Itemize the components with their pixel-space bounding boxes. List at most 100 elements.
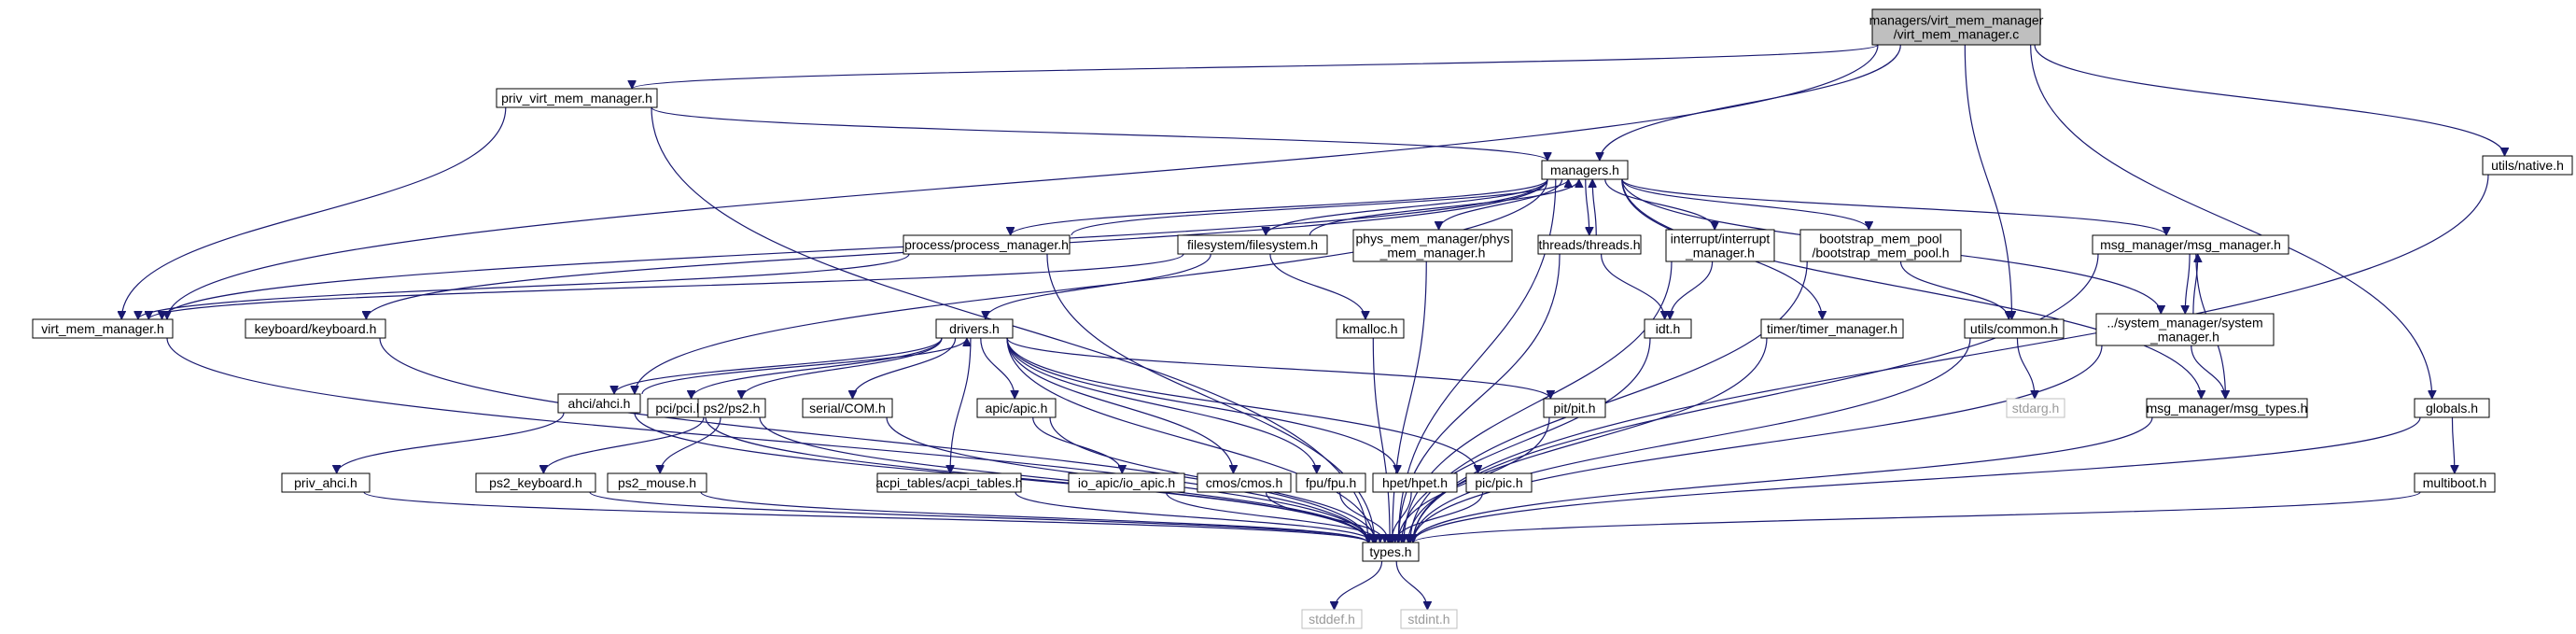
node-ps2-keyboard[interactable]: ps2_keyboard.h [475, 472, 596, 493]
edge-multiboot-to-types [1413, 491, 2421, 543]
node-box [32, 318, 174, 339]
edge-filesystem-to-drivers [986, 253, 1211, 320]
node-box [245, 318, 386, 339]
node-cmos[interactable]: cmos/cmos.h [1197, 472, 1292, 493]
edge-globals-to-multiboot [2452, 416, 2454, 473]
node-fpu[interactable]: fpu/fpu.h [1295, 472, 1366, 493]
node-apic[interactable]: apic/apic.h [976, 398, 1057, 418]
node-box [1760, 318, 1904, 339]
edge-filesystem-to-kmalloc [1269, 253, 1365, 320]
node-box [607, 472, 707, 493]
edge-ps2-to-ps2-mouse [660, 416, 721, 474]
edge-kmalloc-to-types [1372, 337, 1390, 542]
node-label: filesystem/filesystem.h [1187, 237, 1318, 252]
edge-threads-to-types [1399, 253, 1561, 542]
node-label: fpu/fpu.h [1306, 475, 1357, 490]
node-label: /virt_mem_manager.c [1894, 27, 2020, 42]
node-serial[interactable]: serial/COM.h [802, 398, 893, 418]
node-system-manager[interactable]: ../system_manager/system_manager.h [2095, 313, 2275, 346]
edge-types-to-stddef [1335, 560, 1383, 611]
node-box [976, 398, 1057, 418]
node-pci[interactable]: pci/pci.h [647, 398, 712, 418]
edge-root-to-utils-native [2034, 44, 2505, 156]
node-managers[interactable]: managers.h [1541, 160, 1629, 180]
edge-drivers-to-pic [1006, 337, 1478, 473]
edge-types-to-stdint [1395, 560, 1427, 610]
node-multiboot[interactable]: multiboot.h [2414, 472, 2496, 493]
node-label: types.h [1369, 544, 1411, 559]
node-io-apic[interactable]: io_apic/io_apic.h [1068, 472, 1185, 493]
node-label: /bootstrap_mem_pool.h [1812, 246, 1949, 261]
node-box [475, 472, 596, 493]
edge-drivers-to-pit [1006, 337, 1550, 400]
edge-fpu-to-types [1339, 491, 1389, 543]
node-label: managers.h [1550, 162, 1619, 177]
node-pic[interactable]: pic/pic.h [1465, 472, 1533, 493]
node-label: timer/timer_manager.h [1767, 321, 1897, 336]
edge-system-manager-to-msg-manager [2192, 254, 2198, 315]
node-utils-native[interactable]: utils/native.h [2482, 155, 2573, 176]
node-utils-common[interactable]: utils/common.h [1964, 318, 2065, 339]
node-root[interactable]: managers/virt_mem_manager/virt_mem_manag… [1869, 8, 2044, 46]
node-label: hpet/hpet.h [1382, 475, 1448, 490]
node-msg-manager[interactable]: msg_manager/msg_manager.h [2092, 234, 2289, 255]
node-priv-ahci[interactable]: priv_ahci.h [281, 472, 371, 493]
node-ps2-mouse[interactable]: ps2_mouse.h [607, 472, 707, 493]
edge-ps2-mouse-to-types [700, 491, 1368, 543]
node-phys[interactable]: phys_mem_manager/phys_mem_manager.h [1352, 229, 1513, 262]
edge-pci-to-types [705, 416, 1368, 542]
node-box [903, 234, 1071, 255]
node-box [1301, 609, 1363, 629]
edge-interrupt-to-idt [1670, 261, 1714, 319]
node-process[interactable]: process/process_manager.h [903, 234, 1071, 255]
node-types[interactable]: types.h [1362, 542, 1420, 562]
node-bootstrap[interactable]: bootstrap_mem_pool/bootstrap_mem_pool.h [1799, 229, 1962, 262]
node-acpi[interactable]: acpi_tables/acpi_tables.h [875, 472, 1023, 493]
edge-managers-to-filesystem [1266, 178, 1548, 236]
node-box [557, 393, 641, 414]
node-filesystem[interactable]: filesystem/filesystem.h [1177, 234, 1328, 255]
node-virt-h[interactable]: virt_mem_manager.h [32, 318, 174, 339]
node-box [2006, 398, 2065, 418]
node-timer[interactable]: timer/timer_manager.h [1760, 318, 1904, 339]
edge-ps2-keyboard-to-types [589, 491, 1368, 543]
edge-managers-to-virt-h [162, 178, 1548, 319]
node-box [1543, 398, 1606, 418]
node-label: process/process_manager.h [904, 237, 1069, 252]
node-drivers[interactable]: drivers.h [935, 318, 1014, 339]
node-hpet[interactable]: hpet/hpet.h [1372, 472, 1458, 493]
node-box [2092, 234, 2289, 255]
node-label: ps2/ps2.h [704, 401, 761, 416]
node-label: cmos/cmos.h [1206, 475, 1282, 490]
node-box [1799, 229, 1962, 262]
node-ahci[interactable]: ahci/ahci.h [557, 393, 641, 414]
edge-drivers-to-acpi [950, 337, 972, 473]
node-priv-virt[interactable]: priv_virt_mem_manager.h [496, 88, 658, 108]
node-ps2[interactable]: ps2/ps2.h [697, 398, 766, 418]
node-interrupt[interactable]: interrupt/interrupt_manager.h [1665, 229, 1775, 262]
edge-threads-to-managers [1592, 179, 1597, 236]
node-label: stdarg.h [2012, 401, 2060, 416]
node-stdint: stdint.h [1400, 609, 1458, 629]
edge-acpi-to-types [1015, 491, 1373, 543]
node-globals[interactable]: globals.h [2414, 398, 2490, 418]
edge-virt-h-to-types [166, 337, 1368, 542]
edge-root-to-globals [2030, 44, 2432, 399]
edge-managers-to-msg-types [1621, 178, 2201, 399]
node-kmalloc[interactable]: kmalloc.h [1336, 318, 1405, 339]
node-pit[interactable]: pit/pit.h [1543, 398, 1606, 418]
node-msg-types[interactable]: msg_manager/msg_types.h [2146, 398, 2308, 418]
node-label: virt_mem_manager.h [41, 321, 164, 336]
node-idt[interactable]: idt.h [1644, 318, 1692, 339]
edge-managers-to-msg-manager [1621, 178, 2166, 236]
edge-priv-ahci-to-types [363, 491, 1368, 543]
edge-utils-common-to-stdarg [2016, 337, 2035, 399]
node-keyboard[interactable]: keyboard/keyboard.h [245, 318, 386, 339]
node-threads[interactable]: threads/threads.h [1537, 234, 1642, 255]
edge-drivers-to-fpu [1006, 337, 1317, 473]
edge-priv-virt-to-virt-h [121, 106, 507, 319]
node-box [802, 398, 893, 418]
edge-root-to-utils-common [1964, 44, 2011, 319]
edge-phys-to-types [1393, 261, 1427, 542]
